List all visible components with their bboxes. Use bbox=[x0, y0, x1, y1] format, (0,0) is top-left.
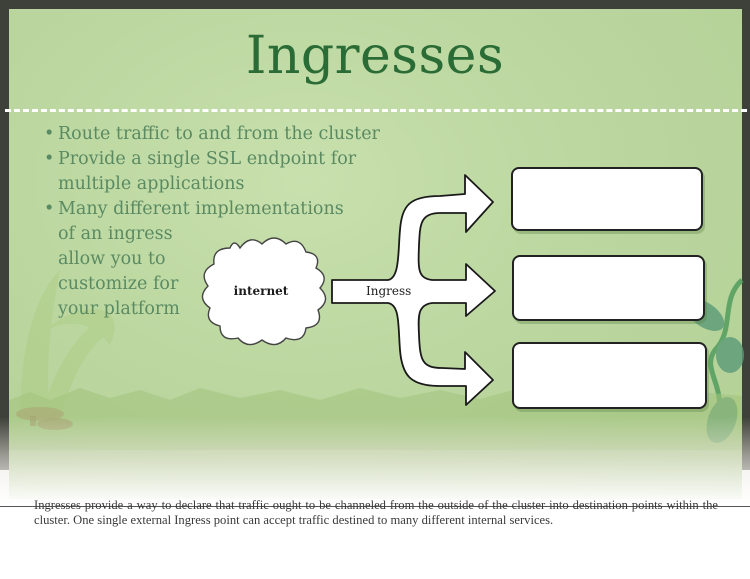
slide: Ingresses Route traffic to and from the … bbox=[0, 0, 750, 500]
ingress-arrow-icon bbox=[331, 174, 496, 406]
caption-rule bbox=[0, 506, 750, 507]
title-divider bbox=[5, 109, 747, 112]
destination-service-box-2 bbox=[512, 255, 705, 321]
bullet-item: Route traffic to and from the cluster bbox=[42, 122, 380, 147]
internet-label: internet bbox=[233, 284, 289, 298]
bullet-item: Provide a single SSL endpoint for multip… bbox=[42, 147, 380, 197]
bullet-item: Many different implementations of an ing… bbox=[42, 197, 380, 322]
ingress-label: Ingress bbox=[366, 284, 412, 298]
bullet-list: Route traffic to and from the cluster Pr… bbox=[42, 122, 380, 322]
destination-service-box-1 bbox=[511, 167, 703, 231]
destination-service-box-3 bbox=[512, 342, 707, 409]
internet-cloud-icon bbox=[201, 237, 327, 346]
slide-caption: Ingresses provide a way to declare that … bbox=[34, 498, 718, 527]
ground-fade bbox=[0, 395, 750, 505]
slide-title: Ingresses bbox=[245, 26, 505, 86]
ingress-diagram bbox=[201, 174, 496, 406]
